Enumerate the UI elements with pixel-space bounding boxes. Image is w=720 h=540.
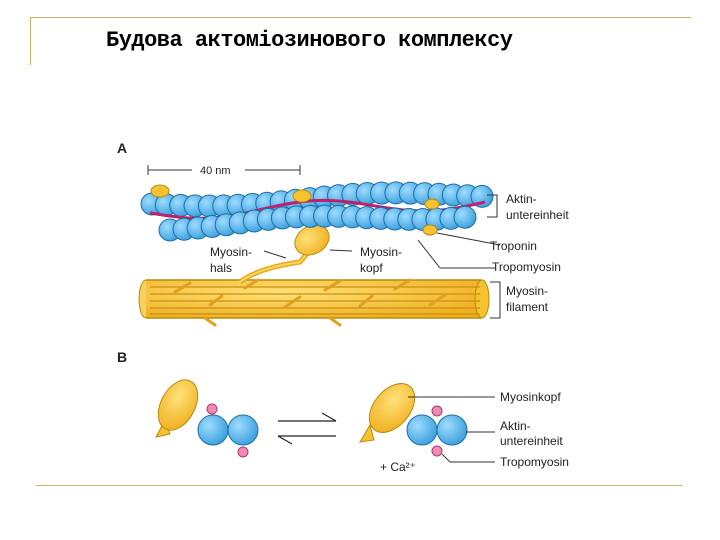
actin-subunit-left-2 xyxy=(227,414,259,446)
tropomyosin-dot-left-2 xyxy=(237,446,249,458)
label-myosinfilament-1: Myosin- xyxy=(506,284,548,298)
label-calcium: + Ca²⁺ xyxy=(380,460,416,474)
troponin-2 xyxy=(292,189,312,203)
label-tropomyosin: Tropomyosin xyxy=(492,260,561,274)
myosin-head-right xyxy=(368,383,416,433)
actin-filament xyxy=(140,181,494,242)
label-myosinfilament-2: filament xyxy=(506,300,549,314)
tropomyosin-dot-right-2 xyxy=(431,445,443,457)
equilibrium-arrows xyxy=(277,412,337,445)
actin-subunit xyxy=(453,205,477,229)
panel-b-label: B xyxy=(117,349,127,365)
leader-lines-a xyxy=(263,194,501,319)
state-left xyxy=(155,379,259,458)
scale-bar xyxy=(147,165,301,175)
label-aktin-2: untereinheit xyxy=(506,208,569,222)
frame-bottom-line xyxy=(36,485,682,486)
state-right xyxy=(359,383,468,457)
tropomyosin-dot-left-1 xyxy=(206,403,218,415)
actin-subunit-right-1 xyxy=(406,414,438,446)
scale-label: 40 nm xyxy=(200,165,231,177)
troponin-1 xyxy=(150,184,170,198)
leader-lines-b xyxy=(408,396,495,463)
panel-a-label: A xyxy=(117,140,127,156)
myosin-head-left xyxy=(157,379,199,431)
label-aktin-1: Aktin- xyxy=(506,192,537,206)
frame-left-line xyxy=(30,17,31,65)
troponin-3 xyxy=(424,198,440,210)
actin-subunit-right-2 xyxy=(436,414,468,446)
myosin-filament xyxy=(138,278,490,327)
page-title: Будова актоміозинового комплексу xyxy=(106,28,513,53)
tropomyosin-dot-right-1 xyxy=(431,405,443,417)
myosin-head xyxy=(294,224,330,256)
label-myosinhals-2: hals xyxy=(210,261,232,275)
actin-subunit xyxy=(470,184,494,208)
label-myosinkopf-1: Myosin- xyxy=(360,245,402,259)
label-myosinkopf-2: kopf xyxy=(360,261,383,275)
myosin-neck-highlight xyxy=(239,249,311,283)
label-b-aktin-1: Aktin- xyxy=(500,419,531,433)
troponin-4 xyxy=(422,224,438,236)
frame-top-line xyxy=(30,17,691,18)
actin-subunit-left-1 xyxy=(197,414,229,446)
label-troponin: Troponin xyxy=(490,239,537,253)
label-b-tropomyosin: Tropomyosin xyxy=(500,455,569,469)
label-b-myosinkopf: Myosinkopf xyxy=(500,390,561,404)
label-b-aktin-2: untereinheit xyxy=(500,434,563,448)
label-myosinhals-1: Myosin- xyxy=(210,245,252,259)
